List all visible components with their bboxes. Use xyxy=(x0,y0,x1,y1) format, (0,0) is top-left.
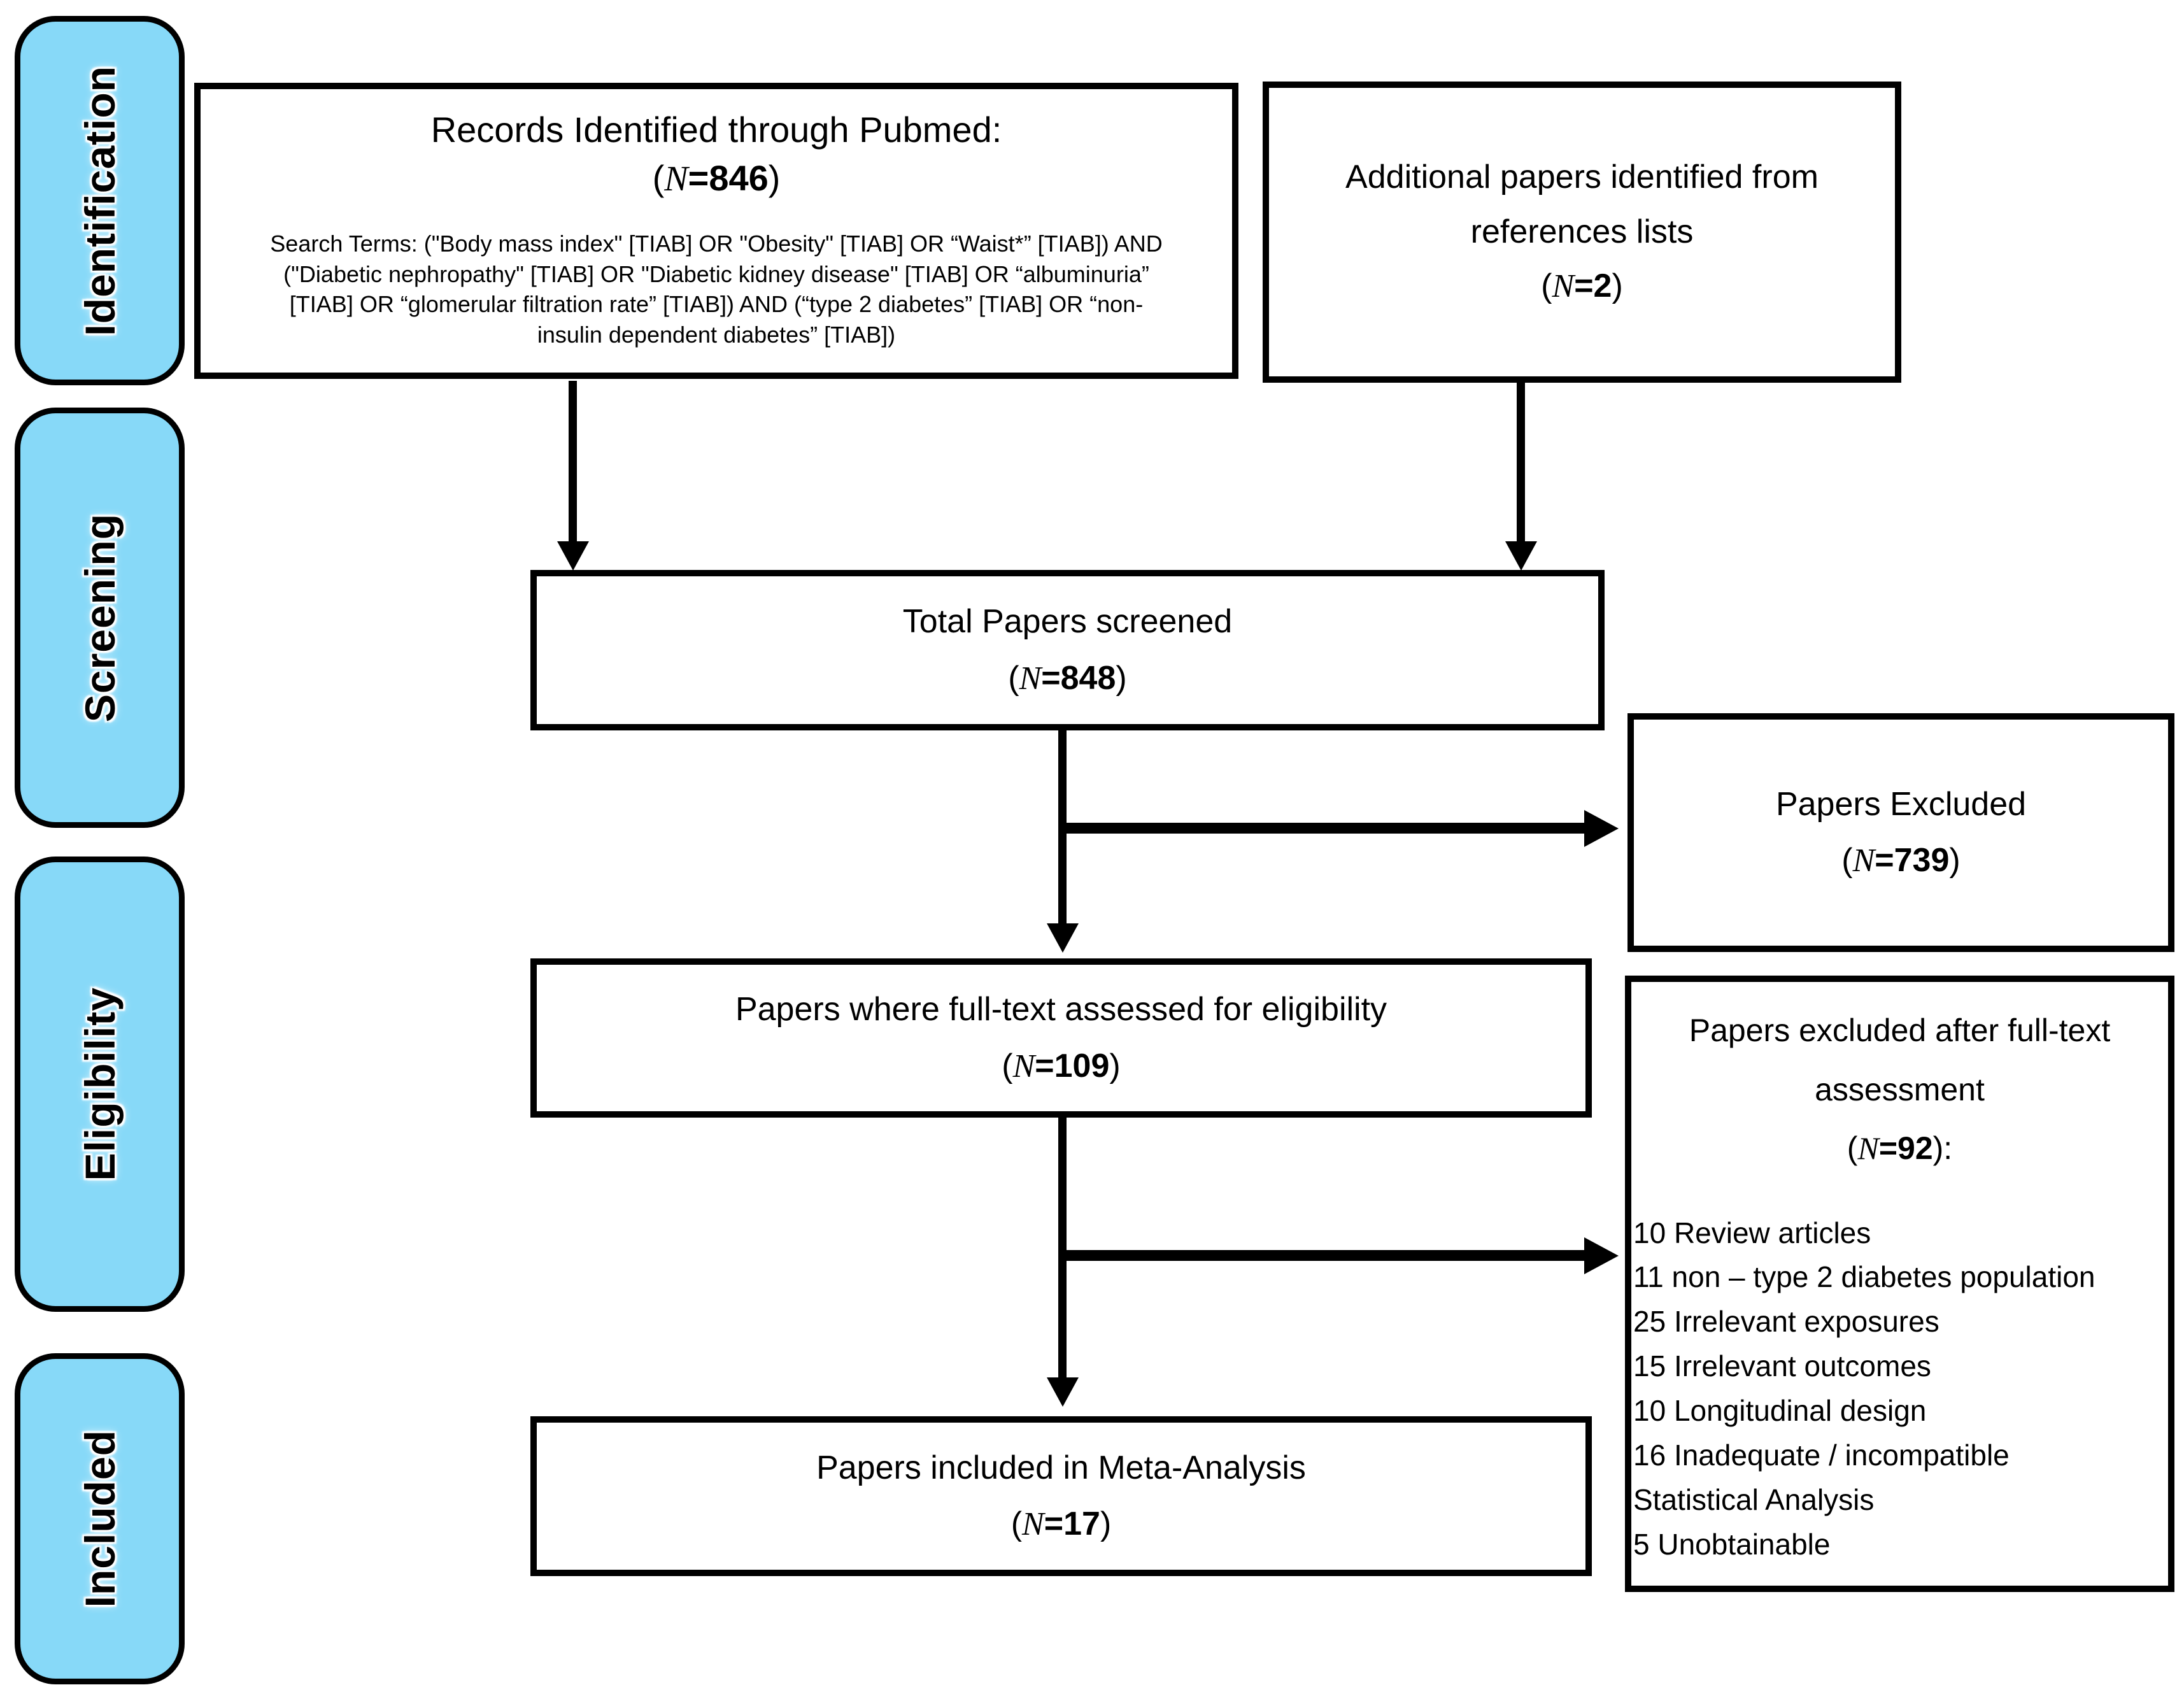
papers-excluded-box: Papers Excluded (N=739) xyxy=(1627,713,2174,952)
after-fulltext-count: (N=92): xyxy=(1847,1119,1952,1178)
exclusion-reason-item: 10 Longitudinal design xyxy=(1633,1394,1927,1428)
search-terms-line: ("Diabetic nephropathy" [TIAB] OR "Diabe… xyxy=(283,260,1149,287)
fulltext-count-value: =109 xyxy=(1035,1047,1110,1084)
arrow-additional-to-screened-head-icon xyxy=(1505,541,1537,571)
stage-screening: Screening xyxy=(15,408,185,828)
exclusion-reason-item: 5 Unobtainable xyxy=(1633,1527,1831,1561)
after-fulltext-title2: assessment xyxy=(1815,1071,1985,1107)
stage-identification: Identification xyxy=(15,16,185,385)
screened-count-value: =848 xyxy=(1041,659,1116,697)
stage-identification-label: Identification xyxy=(76,65,124,336)
excluded-line1: Papers Excluded xyxy=(1775,785,2027,823)
after-fulltext-title1: Papers excluded after full-text xyxy=(1689,1013,2111,1048)
excluded-count-n: N xyxy=(1852,842,1875,879)
exclusion-reasons-list: 10 Review articles 11 non – type 2 diabe… xyxy=(1631,1211,2168,1567)
after-fulltext-count-n: N xyxy=(1857,1130,1879,1166)
records-count-n: N xyxy=(664,159,688,199)
additional-count-value: =2 xyxy=(1574,267,1612,305)
search-terms-line: insulin dependent diabetes” [TIAB]) xyxy=(537,321,896,348)
included-count: (N=17) xyxy=(1011,1496,1112,1553)
stage-screening-label: Screening xyxy=(76,513,124,723)
search-terms-line: Search Terms: ("Body mass index" [TIAB] … xyxy=(270,231,1163,257)
additional-line2: references lists xyxy=(1470,213,1694,250)
search-terms-line: [TIAB] OR “glomerular filtration rate” [… xyxy=(289,291,1144,318)
fulltext-count: (N=109) xyxy=(1002,1038,1120,1095)
after-fulltext-count-close: ): xyxy=(1932,1130,1953,1166)
arrow-fulltext-to-afterfulltext-head-icon xyxy=(1584,1237,1619,1274)
excluded-count-open: ( xyxy=(1841,842,1853,879)
screened-line1: Total Papers screened xyxy=(902,603,1233,641)
additional-count-n: N xyxy=(1552,268,1575,305)
screened-count-close: ) xyxy=(1116,659,1127,697)
after-fulltext-count-open: ( xyxy=(1847,1130,1858,1166)
exclusion-reason-item: 11 non – type 2 diabetes population xyxy=(1633,1260,2095,1294)
excluded-count-value: =739 xyxy=(1875,842,1950,879)
arrow-additional-to-screened-line xyxy=(1517,383,1525,546)
records-count: (N=846) xyxy=(653,154,781,204)
records-count-close: ) xyxy=(768,157,781,198)
exclusion-reason-item: Statistical Analysis xyxy=(1633,1482,1875,1516)
exclusion-reason-item: 25 Irrelevant exposures xyxy=(1633,1305,1939,1339)
included-line1: Papers included in Meta-Analysis xyxy=(816,1449,1306,1486)
arrow-fulltext-to-included-line xyxy=(1058,1116,1067,1379)
included-count-close: ) xyxy=(1100,1505,1112,1542)
screened-count: (N=848) xyxy=(1008,650,1126,707)
records-count-value: =846 xyxy=(688,157,769,198)
included-count-n: N xyxy=(1022,1506,1044,1542)
stage-included-label: Included xyxy=(76,1430,124,1608)
arrow-screened-to-fulltext-head-icon xyxy=(1047,923,1079,953)
excluded-count: (N=739) xyxy=(1841,832,1960,889)
included-count-open: ( xyxy=(1010,1505,1023,1542)
additional-papers-box: Additional papers identified from refere… xyxy=(1263,82,1901,383)
fulltext-line1: Papers where full-text assessed for elig… xyxy=(735,991,1387,1028)
total-screened-box: Total Papers screened (N=848) xyxy=(530,570,1605,730)
arrow-screened-to-excluded-line xyxy=(1062,823,1585,834)
additional-count-open: ( xyxy=(1541,267,1552,305)
exclusion-reason-item: 10 Review articles xyxy=(1633,1216,1871,1249)
additional-line1: Additional papers identified from xyxy=(1345,158,1819,196)
records-count-open: ( xyxy=(652,157,665,198)
search-terms: Search Terms: ("Body mass index" [TIAB] … xyxy=(270,229,1162,350)
after-fulltext-count-value: =92 xyxy=(1878,1130,1933,1166)
arrow-records-to-screened-head-icon xyxy=(557,541,589,571)
stage-included: Included xyxy=(15,1353,185,1684)
fulltext-assessed-box: Papers where full-text assessed for elig… xyxy=(530,958,1592,1118)
stage-eligibility-label: Eligibility xyxy=(76,987,124,1181)
screened-count-open: ( xyxy=(1008,659,1019,697)
records-title: Records Identified through Pubmed: xyxy=(430,110,1002,150)
additional-count-close: ) xyxy=(1612,267,1623,305)
arrow-fulltext-to-included-head-icon xyxy=(1047,1377,1079,1407)
included-count-value: =17 xyxy=(1044,1505,1100,1542)
exclusion-reason-item: 16 Inadequate / incompatible xyxy=(1633,1439,2010,1472)
fulltext-count-n: N xyxy=(1012,1048,1035,1084)
arrow-screened-to-excluded-head-icon xyxy=(1584,810,1619,847)
screened-count-n: N xyxy=(1019,660,1042,697)
arrow-records-to-screened-line xyxy=(569,381,577,546)
included-meta-analysis-box: Papers included in Meta-Analysis (N=17) xyxy=(530,1416,1592,1576)
fulltext-count-open: ( xyxy=(1002,1047,1013,1084)
exclusion-reason-item: 15 Irrelevant outcomes xyxy=(1633,1349,1931,1383)
arrow-fulltext-to-afterfulltext-line xyxy=(1062,1250,1585,1261)
fulltext-count-close: ) xyxy=(1109,1047,1121,1084)
excluded-count-close: ) xyxy=(1949,842,1961,879)
records-identified-box: Records Identified through Pubmed: (N=84… xyxy=(194,83,1238,379)
stage-eligibility: Eligibility xyxy=(15,857,185,1312)
excluded-after-fulltext-box: Papers excluded after full-text assessme… xyxy=(1625,976,2174,1592)
additional-count: (N=2) xyxy=(1541,259,1623,314)
